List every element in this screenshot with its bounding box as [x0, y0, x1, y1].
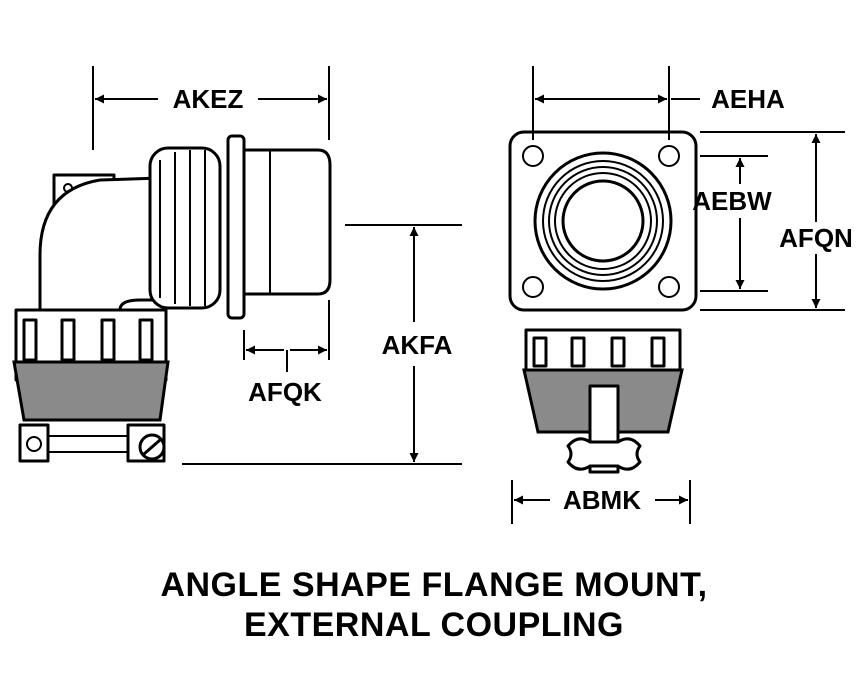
- mount-hole-icon: [658, 276, 680, 298]
- clamp-saddle: [12, 360, 170, 422]
- aeha-label: AEHA: [711, 84, 785, 114]
- front-view: [508, 130, 698, 474]
- panel-flange: [226, 134, 246, 320]
- akfa-label: AKFA: [382, 330, 453, 360]
- coupling-nut: [148, 146, 222, 310]
- caption-line-2: EXTERNAL COUPLING: [243, 606, 624, 644]
- dim-akez: AKEZ: [92, 66, 330, 150]
- barrel: [242, 148, 332, 296]
- akez-label: AKEZ: [173, 84, 244, 114]
- caption-line-1: ANGLE SHAPE FLANGE MOUNT,: [160, 566, 708, 604]
- wing-screw: [566, 437, 642, 471]
- receptacle-bore: [561, 179, 645, 263]
- side-view: [12, 134, 332, 463]
- square-flange: [508, 130, 698, 312]
- mount-hole-icon: [522, 276, 544, 298]
- dim-aebw: AEBW: [692, 155, 772, 292]
- dim-akfa: AKFA: [182, 224, 462, 465]
- mount-hole-icon: [658, 145, 680, 167]
- dim-abmk: ABMK: [511, 480, 691, 524]
- aebw-label: AEBW: [692, 186, 772, 216]
- connector-diagram: AKEZ AFQK AKFA: [12, 66, 853, 524]
- coupling-ring-outer: [533, 151, 673, 291]
- mount-hole-icon: [522, 145, 544, 167]
- dim-afqk: AFQK: [243, 300, 330, 407]
- dim-aeha: AEHA: [532, 66, 785, 140]
- afqk-label: AFQK: [248, 377, 322, 407]
- dim-afqn: AFQN: [700, 131, 853, 311]
- afqn-label: AFQN: [779, 223, 853, 253]
- elbow-body: [38, 176, 162, 312]
- abmk-label: ABMK: [563, 485, 641, 515]
- clamp-ear-left: [18, 423, 50, 463]
